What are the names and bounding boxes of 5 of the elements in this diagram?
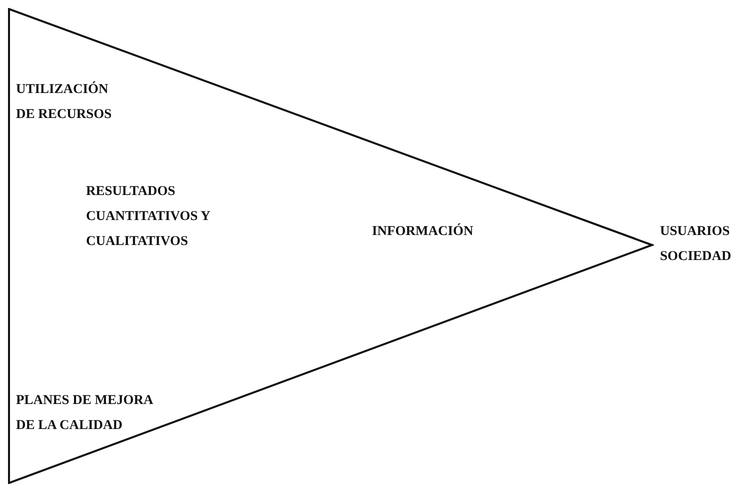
triangle-label: INFORMACIÓN (372, 222, 474, 240)
triangle-label: UTILIZACIÓN DE RECURSOS (16, 80, 113, 123)
triangle-label: RESULTADOS CUANTITATIVOS Y CUALITATIVOS (86, 182, 212, 250)
apex-label: USUARIOS SOCIEDAD (660, 222, 732, 265)
triangle-label: PLANES DE MEJORA DE LA CALIDAD (16, 391, 154, 434)
